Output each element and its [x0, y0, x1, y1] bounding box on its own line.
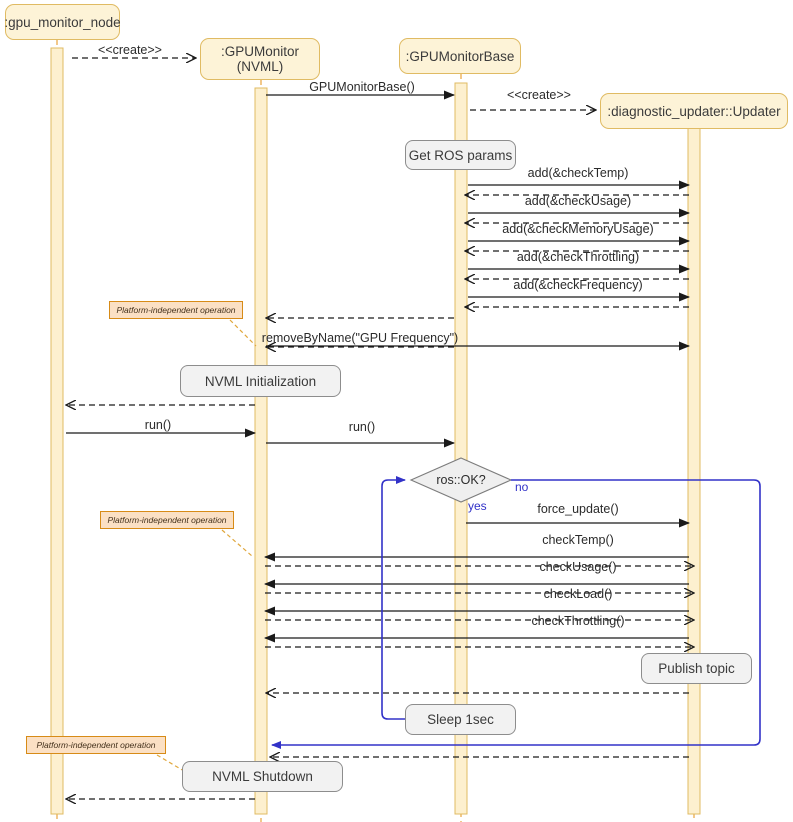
message-label-m1: <<create>> [98, 43, 162, 57]
action-box-get-ros-params[interactable]: Get ROS params [405, 140, 516, 170]
message-label-m2: GPUMonitorBase() [309, 80, 415, 94]
note-connector-1 [229, 319, 257, 347]
message-label-m27: checkThrottling() [531, 614, 625, 628]
activations-group [50, 47, 701, 815]
action-box-sleep-1sec[interactable]: Sleep 1sec [405, 704, 516, 735]
message-label-m25: checkLoad() [543, 587, 613, 601]
action-box-nvml-shutdown[interactable]: NVML Shutdown [182, 761, 343, 792]
note-note-3: Platform-independent operation [26, 736, 166, 754]
decision-no-label: no [515, 480, 529, 494]
loop-no-branch-edge [271, 479, 761, 749]
decision-yes-label: yes [468, 499, 487, 513]
messages-group [66, 58, 694, 799]
participant-base[interactable]: :GPUMonitorBase [399, 38, 521, 74]
note-note-1: Platform-independent operation [109, 301, 243, 319]
message-label-m4: add(&checkTemp) [527, 166, 629, 180]
act-node [50, 47, 64, 815]
note-connector-2 [221, 529, 253, 557]
message-label-m23: checkUsage() [539, 560, 617, 574]
act-updater [687, 119, 701, 815]
act-monitor [254, 87, 268, 815]
note-connector-3 [156, 754, 185, 772]
message-label-m3: <<create>> [507, 88, 571, 102]
message-label-m15: removeByName("GPU Frequency") [261, 331, 459, 345]
decision-diamond-ros-ok [409, 457, 513, 503]
message-label-m10: add(&checkThrottling) [516, 250, 640, 264]
decision-label: ros::OK? [436, 473, 486, 487]
message-label-m19: run() [348, 420, 376, 434]
participant-monitor[interactable]: :GPUMonitor (NVML) [200, 38, 320, 80]
note-note-2: Platform-independent operation [100, 511, 234, 529]
message-label-m18: run() [144, 418, 172, 432]
loop-back-edge-left [381, 476, 412, 720]
message-label-m12: add(&checkFrequency) [513, 278, 643, 292]
act-base [454, 82, 468, 815]
participant-node[interactable]: :gpu_monitor_node [4, 4, 121, 40]
action-box-publish-topic[interactable]: Publish topic [641, 653, 752, 684]
message-label-m21: checkTemp() [542, 533, 614, 547]
message-label-m6: add(&checkUsage) [524, 194, 632, 208]
message-label-m20: force_update() [537, 502, 619, 516]
participant-updater[interactable]: :diagnostic_updater::Updater [600, 93, 788, 129]
message-label-m8: add(&checkMemoryUsage) [502, 222, 654, 236]
action-box-nvml-init[interactable]: NVML Initialization [180, 365, 341, 397]
